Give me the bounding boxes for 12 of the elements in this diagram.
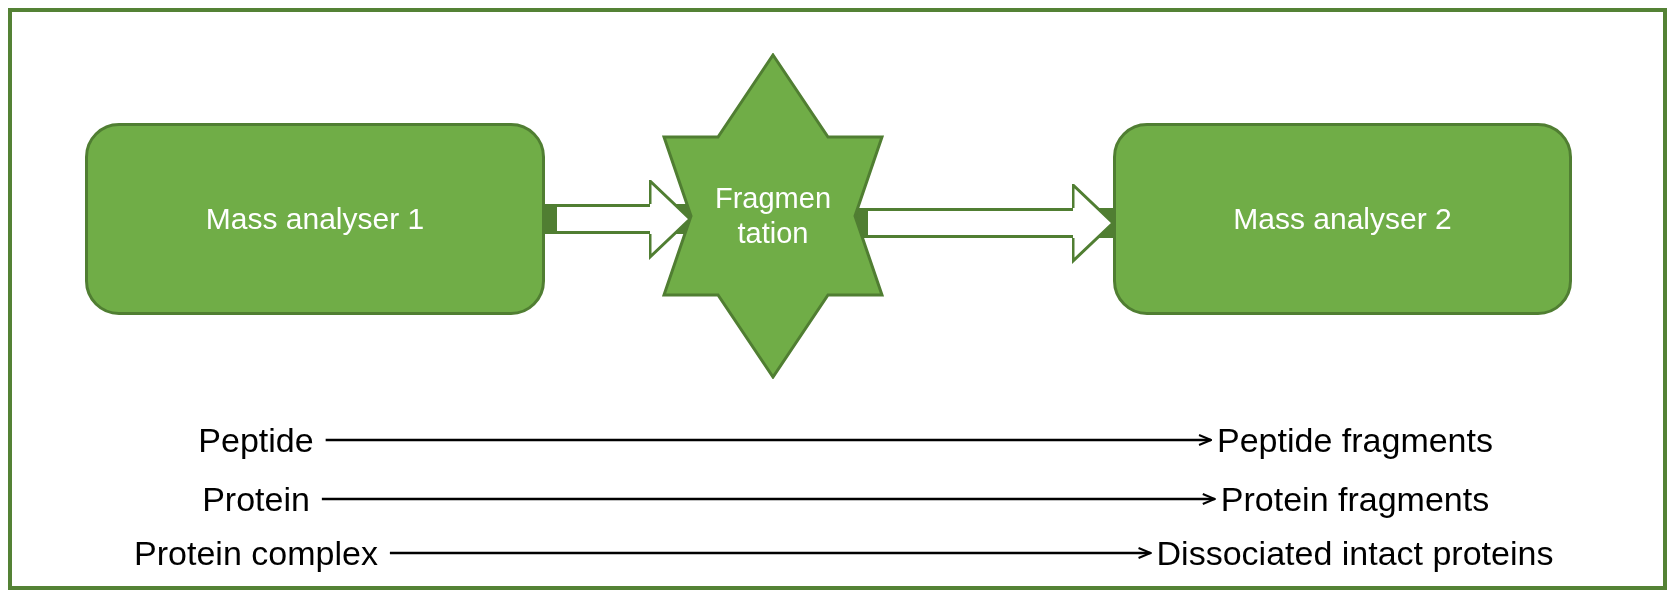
process-box: Mass analyser 2 (1113, 123, 1572, 315)
star-text: Fragmen tation (713, 181, 832, 251)
process-box: Mass analyser 1 (85, 123, 545, 315)
text-label: Protein (40, 476, 620, 522)
arrow (325, 434, 1213, 446)
arrow (321, 493, 1216, 505)
arrow (389, 547, 1152, 559)
text-label: Protein fragments (1068, 476, 1642, 522)
text-label: Peptide fragments (1068, 417, 1642, 463)
text-label: Protein complex (40, 530, 620, 576)
text-label: Dissociated intact proteins (1068, 530, 1642, 576)
text-label: Peptide (40, 417, 620, 463)
